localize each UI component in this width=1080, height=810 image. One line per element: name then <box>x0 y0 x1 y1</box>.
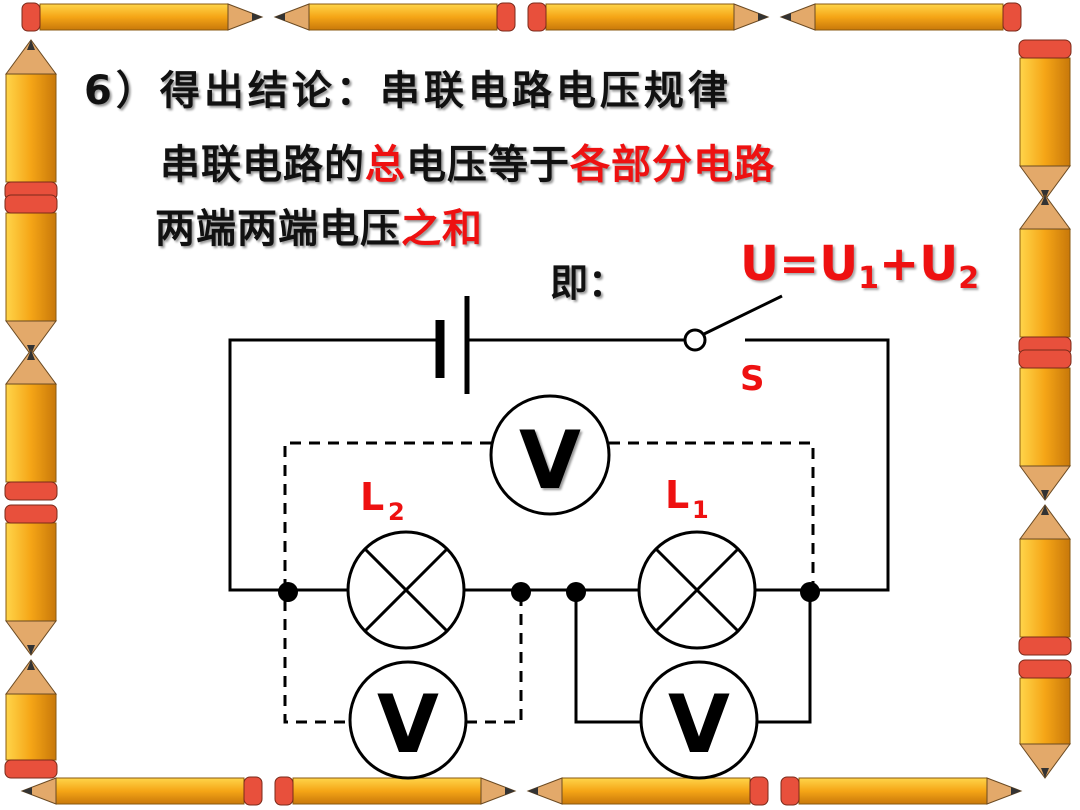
pencil-left-2 <box>4 194 58 356</box>
junction-dot-mid-left <box>511 582 531 602</box>
switch-label: S <box>740 359 765 399</box>
pencil-left-1 <box>4 39 58 201</box>
formula-intro: 即： <box>550 261 627 305</box>
pencil-top-1 <box>21 2 264 32</box>
wire-left-loop <box>228 338 440 592</box>
pencil-left-3 <box>4 349 58 501</box>
switch-lever <box>703 294 783 336</box>
conclusion-part-1: 串联电路的 <box>160 142 365 188</box>
l1-voltmeter-wire-right <box>758 592 812 724</box>
conclusion-part-3: 电压等于 <box>406 142 570 188</box>
formula-plus: +U <box>879 236 959 292</box>
switch-pivot <box>683 328 707 352</box>
total-voltmeter-wires <box>283 441 815 590</box>
junction-dot-right <box>800 582 820 602</box>
pencil-bottom-1 <box>20 776 263 806</box>
pencil-right-4 <box>1018 504 1072 656</box>
formula-u: U=U <box>740 236 859 292</box>
wire-right-loop <box>745 338 890 592</box>
voltmeter-l2-circle <box>348 660 468 780</box>
highlight-each-part: 各部分电路 <box>570 142 775 188</box>
pencil-bottom-4 <box>780 776 1023 806</box>
l1-voltmeter-wire-left <box>574 592 640 724</box>
pencil-top-2 <box>273 2 516 32</box>
highlight-sum: 之和 <box>401 206 483 252</box>
junction-dot-mid-right <box>566 582 586 602</box>
lamp-l2 <box>346 530 466 650</box>
voltmeter-total-label: V <box>519 414 581 507</box>
pencil-right-2 <box>1018 194 1072 356</box>
formula-sub-1: 1 <box>858 261 880 296</box>
pencil-right-1 <box>1018 39 1072 201</box>
voltmeter-l1-circle <box>639 660 759 780</box>
pencil-left-4 <box>4 504 58 656</box>
voltmeter-l2-label: V <box>377 678 439 771</box>
voltage-formula: U=U1+U2 <box>740 236 979 296</box>
pencil-top-3 <box>527 2 770 32</box>
lamp-l1-label: L <box>665 473 689 517</box>
voltmeter-l1-label: V <box>668 678 730 771</box>
highlight-total: 总 <box>365 142 406 188</box>
formula-sub-2: 2 <box>958 261 980 296</box>
lamp-l1 <box>637 530 757 650</box>
conclusion-part-5: 两端两端电压 <box>155 206 401 252</box>
lamp-l2-subscript: 2 <box>388 498 405 526</box>
slide-heading: 6）得出结论：串联电路电压规律 <box>84 68 732 114</box>
pencil-bottom-3 <box>526 776 769 806</box>
lamp-l2-label: L <box>360 475 384 519</box>
pencil-left-5 <box>4 659 58 779</box>
conclusion-line-1: 串联电路的总电压等于各部分电路 <box>160 132 775 190</box>
pencil-bottom-2 <box>274 776 517 806</box>
voltmeter-total-circle <box>489 394 611 516</box>
conclusion-line-2: 两端两端电压之和 <box>155 196 483 254</box>
lamp-l1-subscript: 1 <box>692 496 709 524</box>
pencil-top-4 <box>779 2 1022 32</box>
pencil-right-5 <box>1018 659 1072 779</box>
junction-dot-left <box>278 582 298 602</box>
l2-voltmeter-wires <box>283 600 523 724</box>
pencil-right-3 <box>1018 349 1072 501</box>
